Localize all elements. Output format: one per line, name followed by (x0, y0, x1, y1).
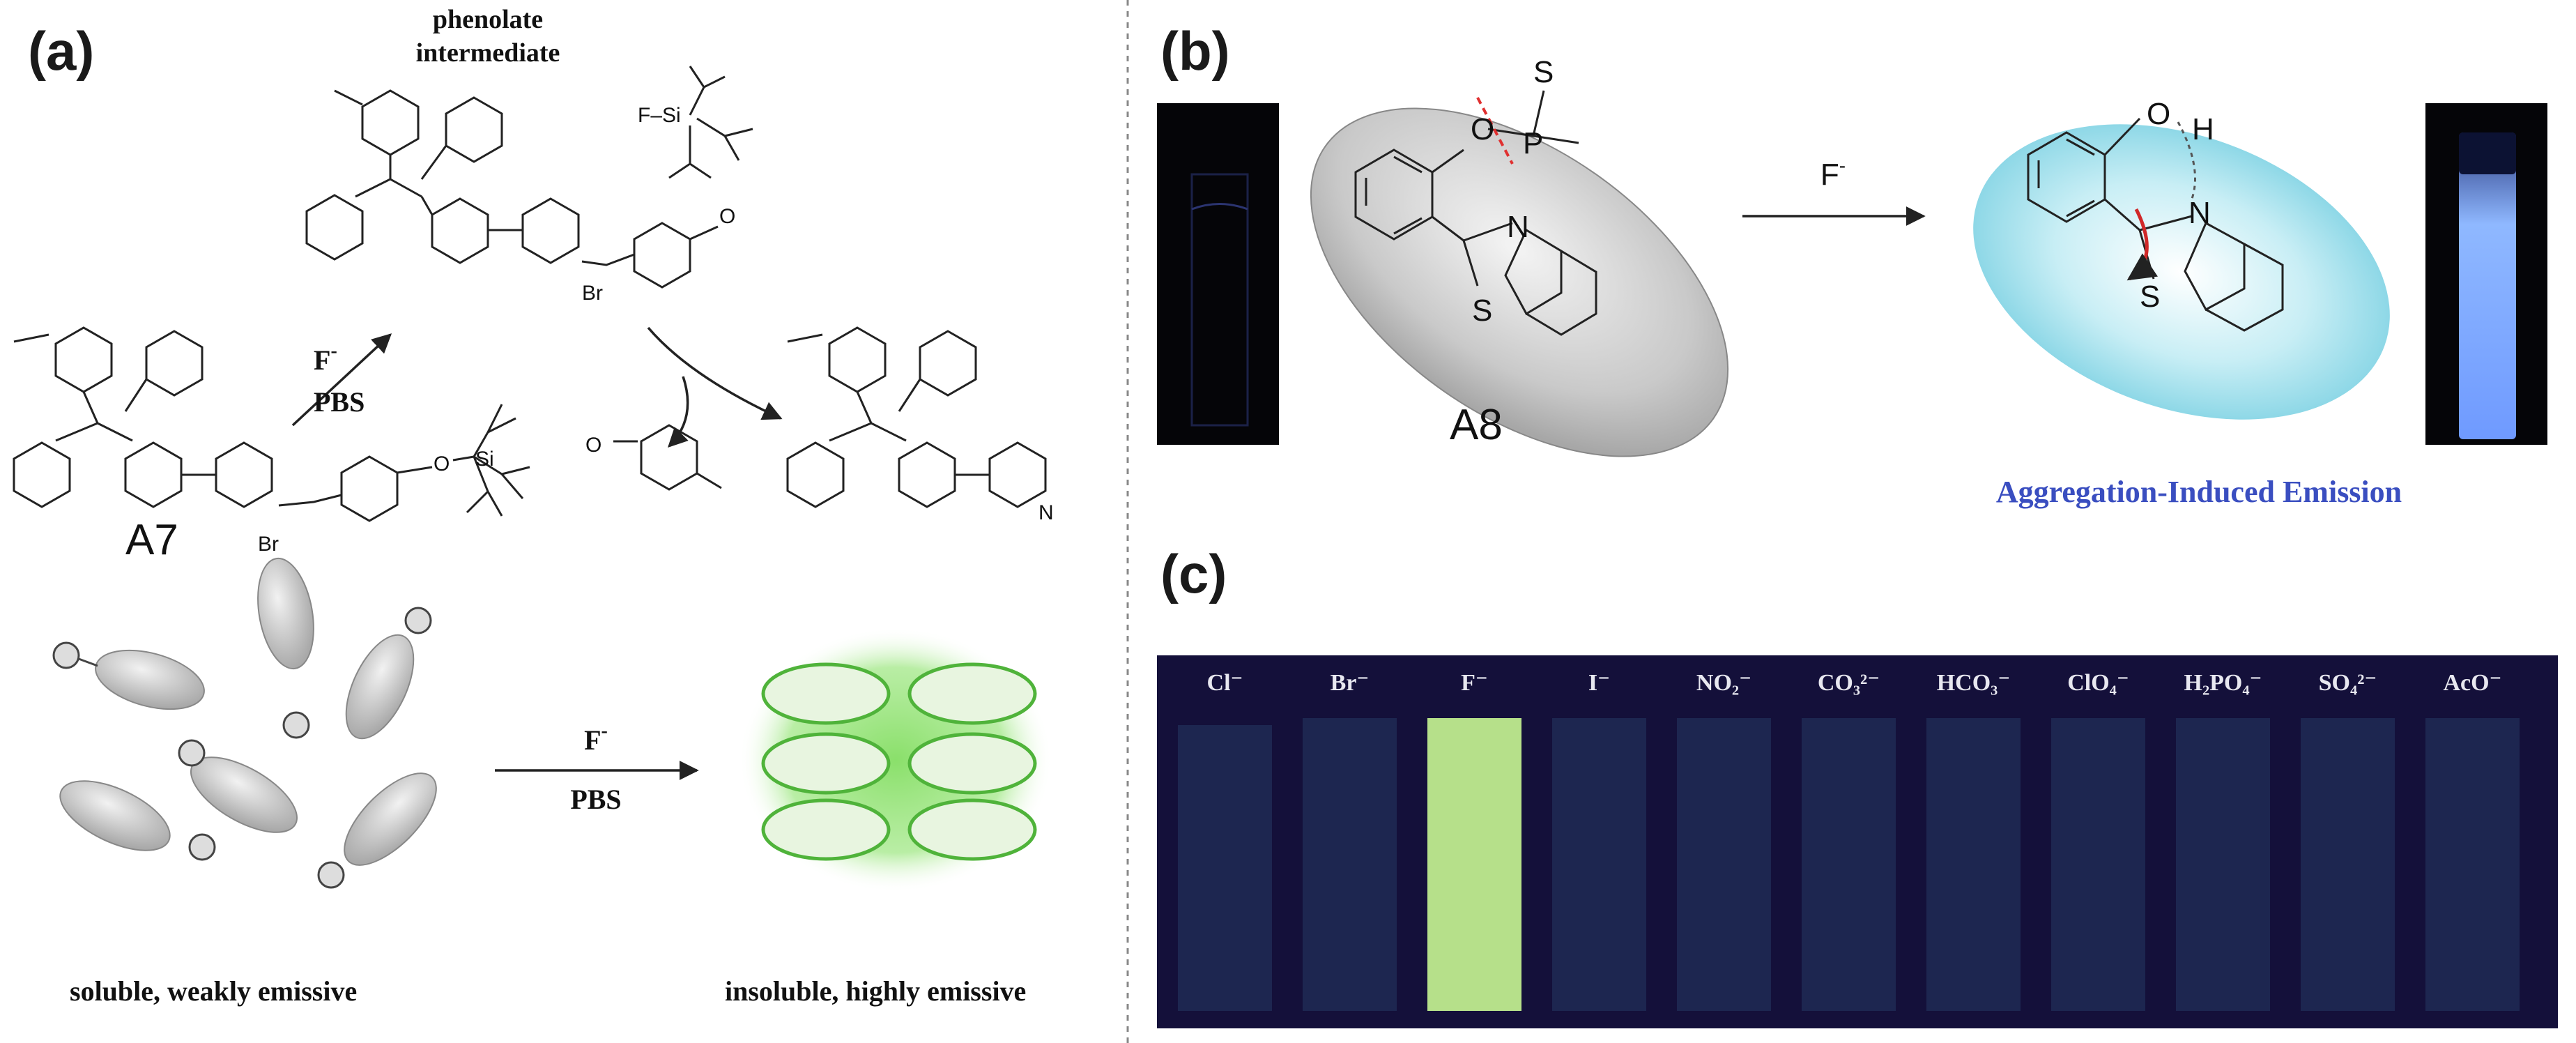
anion-label: I⁻ (1588, 670, 1610, 696)
test-strip (1178, 725, 1272, 1011)
product-blue-ellipse (1973, 124, 2390, 420)
a8-label: A8 (1450, 401, 1503, 449)
anion-label: Br⁻ (1331, 670, 1370, 696)
test-strip (1427, 718, 1521, 1011)
product-structure (2027, 117, 2284, 332)
a7-label: A7 (125, 516, 178, 564)
a7-structure: Br O Si (13, 326, 530, 556)
reagent-f-b: F- (1820, 155, 1846, 192)
test-strip (2051, 718, 2145, 1011)
panel-b-letter: (b) (1160, 20, 1230, 82)
test-strip (1926, 718, 2021, 1011)
soluble-ellipses (52, 557, 437, 889)
anion-label: NO₂⁻ (1696, 670, 1751, 696)
test-strip (1552, 718, 1646, 1011)
a8-atom-o: O (1471, 112, 1494, 146)
anion-label: ClO₄⁻ (2067, 670, 2129, 696)
a8-atom-s-ring: S (1472, 294, 1492, 328)
panel-a: (a) phenolate intermediate F–Si Br O F- … (13, 5, 1054, 1007)
test-strip (2301, 718, 2395, 1011)
product-atom-n: N (2188, 196, 2211, 230)
caption-insoluble: insoluble, highly emissive (725, 975, 1026, 1007)
svg-text:O: O (585, 434, 601, 457)
intermediate-counter-ion: Br (582, 282, 603, 305)
silyl-fluoride-structure: F–Si (638, 66, 753, 179)
anion-label: SO₄²⁻ (2319, 670, 2377, 696)
test-strip (2425, 718, 2520, 1011)
a8-atom-n: N (1507, 210, 1529, 244)
anion-label: H₂PO₄⁻ (2184, 670, 2262, 696)
test-strips: Cl⁻ Br⁻ F⁻ I⁻ NO₂⁻ CO₃²⁻ HCO₃⁻ ClO₄⁻ H₂PO₄⁻ SO₄²⁻… (1178, 670, 2520, 1011)
test-strip (2176, 718, 2270, 1011)
svg-text:O: O (719, 205, 735, 228)
cuvette-dark (1157, 103, 1279, 445)
intermediate-label: intermediate (416, 38, 560, 68)
reagent-f-lower: F- (584, 720, 608, 756)
quinone-methide-structure: O (585, 424, 722, 491)
anion-label: CO₃²⁻ (1818, 670, 1880, 696)
a8-structure (1354, 90, 1597, 336)
svg-text:N: N (1038, 501, 1054, 524)
intermediate-structure: Br O (305, 89, 735, 305)
product-atom-s: S (2140, 280, 2160, 314)
panel-a-letter: (a) (28, 20, 94, 82)
a7-counter-ion: Br (258, 533, 279, 556)
reagent-pbs-lower: PBS (570, 784, 621, 815)
aie-caption: Aggregation-Induced Emission (1996, 475, 2402, 509)
aggregated-ellipses (739, 627, 1052, 892)
a8-atom-p: P (1523, 126, 1543, 160)
svg-text:O: O (434, 452, 450, 475)
anion-label: AcO⁻ (2443, 670, 2501, 696)
test-strip (1303, 718, 1397, 1011)
panel-c-letter: (c) (1160, 543, 1227, 604)
a8-atom-s-top: S (1533, 55, 1554, 89)
a8-grey-ellipse (1310, 107, 1729, 457)
svg-text:Si: Si (475, 448, 494, 471)
test-strip (1677, 718, 1771, 1011)
anion-label: Cl⁻ (1207, 670, 1243, 696)
caption-soluble: soluble, weakly emissive (70, 975, 357, 1007)
reagent-pbs-upper: PBS (314, 386, 365, 418)
panel-b: (b) O P S N S A8 F- (1157, 20, 2547, 509)
test-strip (1802, 718, 1896, 1011)
tpe-pyridine-product: N (786, 326, 1054, 524)
product-atom-o: O (2147, 97, 2170, 131)
reagent-f-upper: F- (314, 340, 337, 376)
panel-c: (c) Cl⁻ Br⁻ F⁻ I⁻ NO₂⁻ CO₃²⁻ HCO₃⁻ ClO₄⁻ H₂PO₄⁻ S… (1157, 543, 2558, 1028)
silyl-fluoride-label: F–Si (638, 104, 681, 127)
anion-label: HCO₃⁻ (1937, 670, 2011, 696)
product-atom-h: H (2192, 112, 2214, 146)
anion-label: F⁻ (1461, 670, 1488, 696)
phenolate-label: phenolate (433, 5, 543, 34)
